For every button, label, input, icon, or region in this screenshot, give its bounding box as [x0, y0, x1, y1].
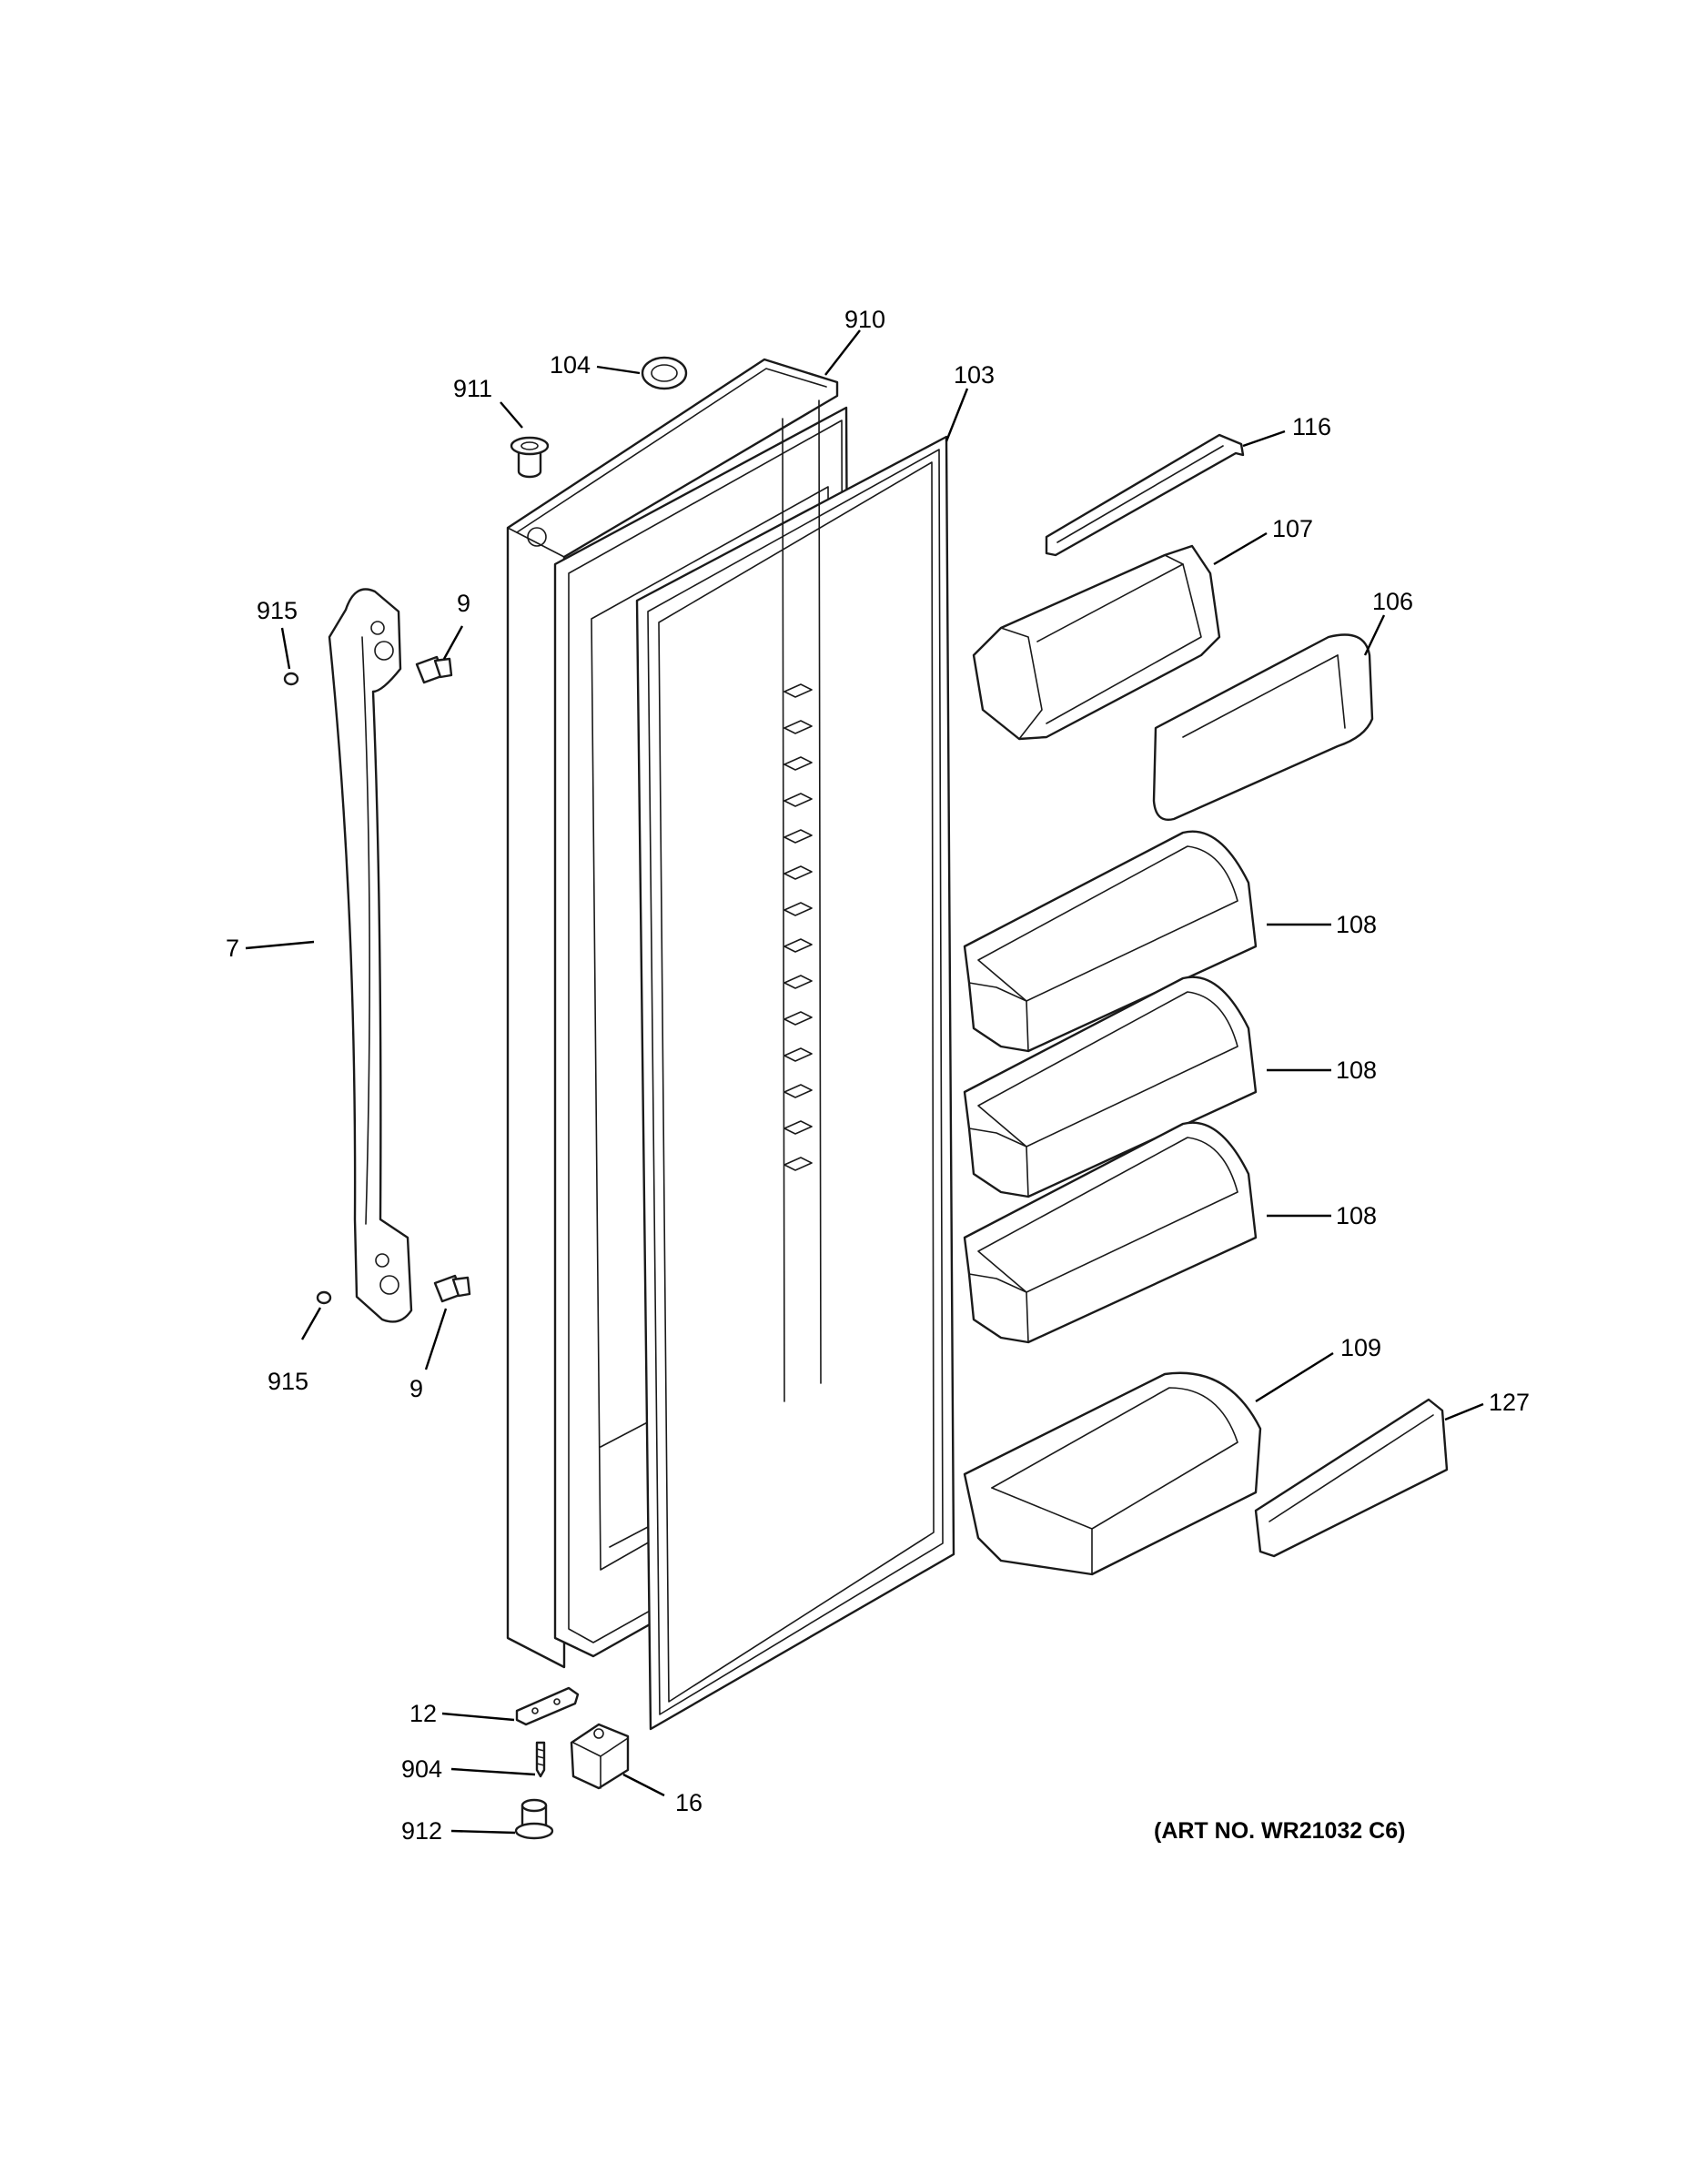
hinge-part-16 — [570, 1723, 630, 1790]
door-bin-part-109 — [963, 1371, 1262, 1576]
art-number: (ART NO. WR21032 C6) — [1154, 1818, 1405, 1844]
cap-part-104 — [641, 356, 688, 390]
stud-part-9-top — [415, 655, 453, 684]
callout-9-top: 9 — [457, 590, 470, 617]
callout-12: 12 — [409, 1700, 437, 1727]
callout-103: 103 — [954, 361, 995, 389]
shelf-support-ladder — [782, 399, 822, 1402]
callout-910: 910 — [844, 306, 885, 333]
hinge-bracket-part-12 — [515, 1686, 580, 1726]
callout-109: 109 — [1340, 1334, 1381, 1361]
callout-912: 912 — [401, 1817, 442, 1845]
dairy-door-part-106 — [1152, 633, 1374, 821]
callout-915-bottom: 915 — [268, 1368, 308, 1395]
bin-rail-part-116 — [1045, 433, 1245, 557]
callout-108-3: 108 — [1336, 1202, 1377, 1229]
callout-9-bottom: 9 — [409, 1375, 423, 1402]
callout-labels: 910 104 911 103 116 107 106 915 9 7 108 … — [226, 306, 1530, 1845]
callout-104: 104 — [550, 351, 591, 379]
callout-127: 127 — [1489, 1389, 1530, 1416]
door-bin-part-108-3 — [963, 1121, 1258, 1344]
callout-116: 116 — [1292, 413, 1331, 440]
callout-16: 16 — [675, 1789, 702, 1816]
callout-107: 107 — [1272, 515, 1313, 542]
bin-trim-part-127 — [1254, 1398, 1449, 1558]
door-bin-part-108-2 — [963, 976, 1258, 1198]
door-gasket-part-103 — [635, 435, 955, 1731]
callout-7: 7 — [226, 935, 239, 962]
callout-904: 904 — [401, 1755, 442, 1783]
callout-911: 911 — [453, 375, 492, 402]
callout-108-2: 108 — [1336, 1057, 1377, 1084]
leader-lines — [245, 329, 1484, 1835]
screw-part-904 — [535, 1741, 546, 1778]
set-screw-part-915-bottom — [316, 1290, 332, 1305]
door-handle-part-7 — [328, 588, 413, 1323]
callout-108-1: 108 — [1336, 911, 1377, 938]
set-screw-part-915-top — [283, 672, 299, 686]
bushing-part-911 — [510, 436, 550, 479]
door-bin-part-108-1 — [963, 830, 1258, 1053]
bushing-part-912 — [514, 1798, 554, 1840]
dairy-bin-part-107 — [972, 544, 1221, 741]
callout-106: 106 — [1372, 588, 1413, 615]
stud-part-9-bottom — [433, 1274, 471, 1303]
callout-915-top: 915 — [257, 597, 298, 624]
